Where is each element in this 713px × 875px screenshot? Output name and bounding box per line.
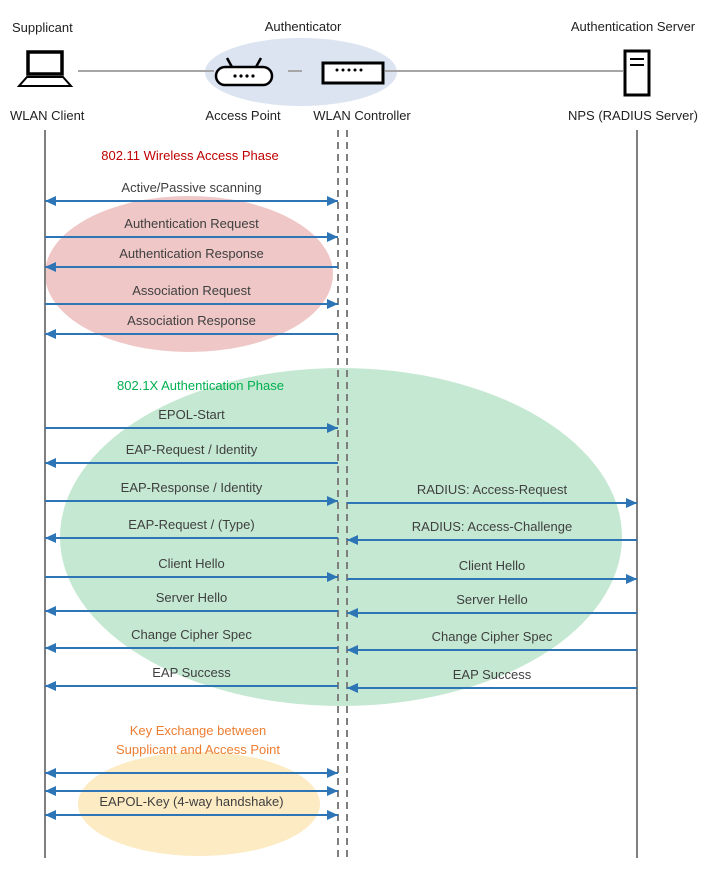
message-arrow-line bbox=[45, 236, 338, 238]
message-arrow-line bbox=[347, 687, 637, 689]
message-label: EAP-Response / Identity bbox=[120, 480, 263, 495]
message-label: RADIUS: Access-Challenge bbox=[411, 519, 573, 534]
device-label-access-point: Access Point bbox=[205, 108, 281, 123]
arrowhead-right-icon bbox=[626, 574, 637, 584]
message-label: Change Cipher Spec bbox=[131, 627, 252, 642]
connector-line bbox=[385, 70, 623, 72]
message-label: Change Cipher Spec bbox=[431, 629, 553, 644]
arrowhead-right-icon bbox=[327, 196, 338, 206]
arrowhead-left-icon bbox=[45, 768, 56, 778]
message-label: Authentication Request bbox=[124, 216, 259, 231]
arrowhead-right-icon bbox=[327, 496, 338, 506]
message-label: RADIUS: Access-Request bbox=[416, 482, 568, 497]
access-point-icon bbox=[214, 55, 274, 93]
arrowhead-left-icon bbox=[347, 645, 358, 655]
message-arrow-line bbox=[45, 427, 338, 429]
arrowhead-left-icon bbox=[45, 810, 56, 820]
arrowhead-right-icon bbox=[626, 498, 637, 508]
message-label: Active/Passive scanning bbox=[121, 180, 262, 195]
actor-role-authentication-server: Authentication Server bbox=[570, 19, 696, 34]
message-arrow-line bbox=[45, 610, 338, 612]
message-arrow-line bbox=[347, 649, 637, 651]
arrowhead-left-icon bbox=[45, 196, 56, 206]
message-label: Client Hello bbox=[458, 558, 526, 573]
message-arrow-line bbox=[45, 266, 338, 268]
actor-role-authenticator: Authenticator bbox=[264, 19, 342, 34]
message-arrow-line bbox=[45, 303, 338, 305]
message-arrow-line bbox=[45, 333, 338, 335]
message-arrow-line bbox=[45, 814, 338, 816]
message-label: EPOL-Start bbox=[158, 407, 225, 422]
arrowhead-left-icon bbox=[45, 533, 56, 543]
lifeline-authenticator-right-dashed bbox=[346, 130, 348, 858]
lifeline-authentication-server bbox=[636, 130, 638, 858]
connector-line bbox=[288, 70, 302, 72]
message-arrow-line bbox=[45, 772, 338, 774]
device-label-wlan-client: WLAN Client bbox=[10, 108, 85, 123]
message-arrow-line bbox=[45, 647, 338, 649]
wlan-controller-icon bbox=[321, 61, 385, 90]
arrowhead-right-icon bbox=[327, 299, 338, 309]
message-arrow-line bbox=[45, 500, 338, 502]
message-label: EAPOL-Key (4-way handshake) bbox=[99, 794, 284, 809]
phase-title: 802.1X Authentication Phase bbox=[117, 378, 284, 393]
lifeline-authenticator-left-dashed bbox=[337, 130, 339, 858]
message-label: EAP-Request / (Type) bbox=[128, 517, 255, 532]
arrowhead-left-icon bbox=[347, 535, 358, 545]
arrowhead-right-icon bbox=[327, 768, 338, 778]
message-arrow-line bbox=[347, 578, 637, 580]
arrowhead-right-icon bbox=[327, 810, 338, 820]
message-arrow-line bbox=[45, 576, 338, 578]
message-arrow-line bbox=[347, 502, 637, 504]
message-label: Authentication Response bbox=[119, 246, 264, 261]
arrowhead-left-icon bbox=[45, 643, 56, 653]
message-label: Client Hello bbox=[158, 556, 225, 571]
connector-line bbox=[78, 70, 214, 72]
message-arrow-line bbox=[45, 537, 338, 539]
device-label-nps-radius-server: NPS (RADIUS Server) bbox=[567, 108, 699, 123]
arrowhead-left-icon bbox=[347, 683, 358, 693]
message-arrow-line bbox=[45, 200, 338, 202]
laptop-icon bbox=[12, 50, 78, 95]
arrowhead-right-icon bbox=[327, 786, 338, 796]
message-label: Association Response bbox=[127, 313, 256, 328]
phase-title: Key Exchange between Supplicant and Acce… bbox=[115, 723, 281, 757]
arrowhead-left-icon bbox=[45, 786, 56, 796]
message-label: EAP-Request / Identity bbox=[125, 442, 258, 457]
arrowhead-left-icon bbox=[45, 329, 56, 339]
phase-ellipse bbox=[45, 196, 333, 352]
arrowhead-left-icon bbox=[45, 458, 56, 468]
message-arrow-line bbox=[45, 462, 338, 464]
server-icon bbox=[623, 49, 651, 102]
message-arrow-line bbox=[347, 612, 637, 614]
message-label: EAP Success bbox=[452, 667, 532, 682]
message-label: Server Hello bbox=[456, 592, 528, 607]
message-arrow-line bbox=[45, 790, 338, 792]
arrowhead-right-icon bbox=[327, 572, 338, 582]
message-label: EAP Success bbox=[152, 665, 231, 680]
lifeline-supplicant bbox=[44, 130, 46, 858]
arrowhead-left-icon bbox=[347, 608, 358, 618]
arrowhead-left-icon bbox=[45, 262, 56, 272]
actor-role-supplicant: Supplicant bbox=[12, 20, 73, 35]
arrowhead-right-icon bbox=[327, 232, 338, 242]
arrowhead-right-icon bbox=[327, 423, 338, 433]
phase-title: 802.11 Wireless Access Phase bbox=[101, 148, 279, 163]
phase-ellipse bbox=[78, 752, 320, 856]
device-label-wlan-controller: WLAN Controller bbox=[313, 108, 411, 123]
arrowhead-left-icon bbox=[45, 606, 56, 616]
message-arrow-line bbox=[45, 685, 338, 687]
arrowhead-left-icon bbox=[45, 681, 56, 691]
message-arrow-line bbox=[347, 539, 637, 541]
message-label: Association Request bbox=[132, 283, 251, 298]
message-label: Server Hello bbox=[155, 590, 228, 605]
